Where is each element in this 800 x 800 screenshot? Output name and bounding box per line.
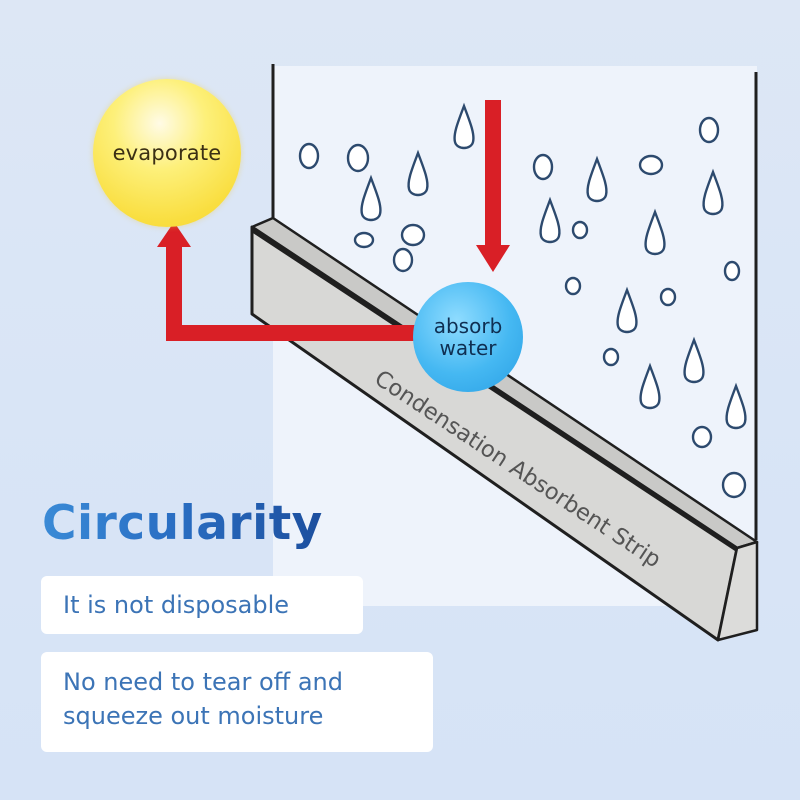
feature-text-line1: No need to tear off and	[63, 668, 343, 696]
water-droplets	[298, 102, 747, 499]
absorb-label-line1: absorb	[433, 314, 503, 338]
feature-text: It is not disposable	[63, 591, 290, 619]
arrow-down-icon	[485, 100, 501, 250]
feature-card-not-disposable: It is not disposable	[41, 576, 363, 634]
absorb-water-bubble: absorb water	[413, 282, 523, 392]
arrow-left-up-icon	[166, 325, 416, 341]
evaporate-bubble: evaporate	[93, 79, 241, 227]
flow-arrows	[157, 100, 510, 341]
heading-title: Circularity	[42, 496, 323, 551]
feature-text-line2: squeeze out moisture	[63, 702, 324, 730]
evaporate-label: evaporate	[112, 141, 222, 165]
feature-card-no-squeeze: No need to tear off and squeeze out mois…	[41, 652, 433, 752]
absorb-label-line2: water	[439, 336, 497, 360]
